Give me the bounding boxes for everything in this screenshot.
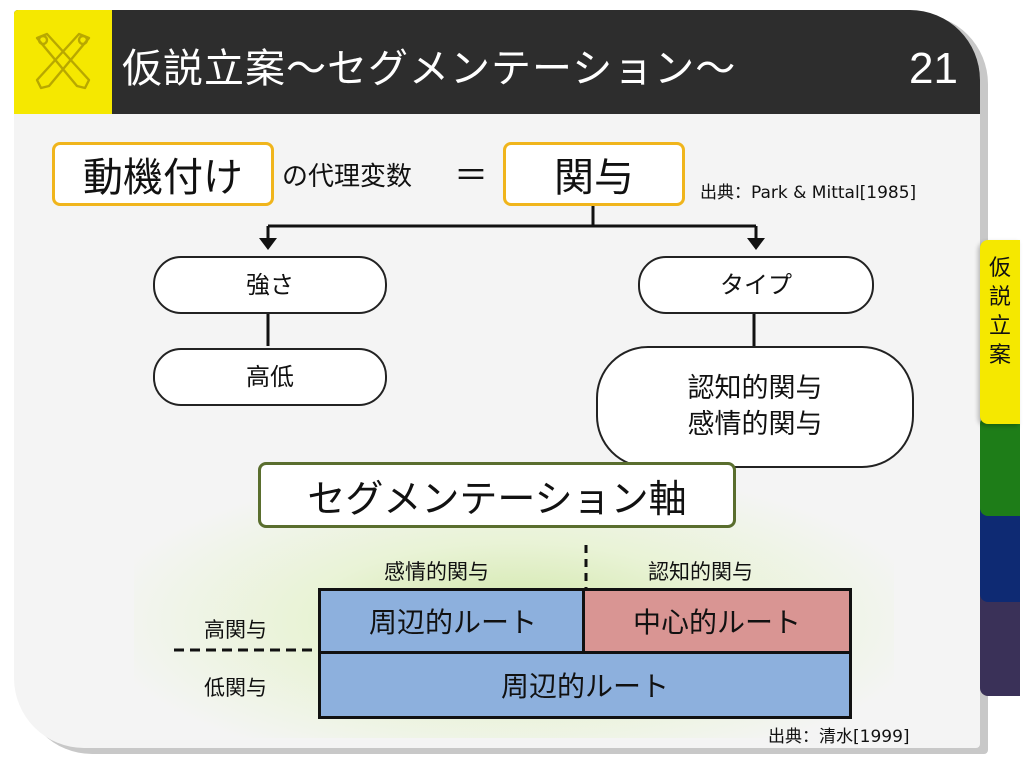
- cell-high-peripheral-route: 周辺的ルート: [318, 588, 588, 654]
- cell-low-peripheral-label: 周辺的ルート: [500, 670, 669, 703]
- involvement-types-node: 認知的関与 感情的関与: [596, 346, 914, 468]
- row-header-high: 高関与: [204, 618, 267, 642]
- logo: [14, 10, 112, 114]
- high-low-node: 高低: [153, 348, 387, 406]
- motivation-box: 動機付け: [52, 142, 274, 206]
- slide-title: 仮説立案～セグメンテーション～: [122, 46, 737, 92]
- cell-central-route: 中心的ルート: [582, 588, 852, 654]
- col-header-emotional: 感情的関与: [384, 560, 489, 584]
- motivation-label: 動機付け: [83, 155, 243, 201]
- side-tab-purple[interactable]: [980, 586, 1020, 696]
- side-tab-char: 説: [988, 285, 1011, 310]
- side-tab-hypothesis-active[interactable]: 仮説立案: [980, 240, 1020, 424]
- emotional-involvement-label: 感情的関与: [687, 409, 823, 440]
- involvement-box: 関与: [503, 142, 685, 206]
- involvement-label: 関与: [554, 155, 634, 201]
- col-header-cognitive: 認知的関与: [648, 560, 753, 584]
- type-node: タイプ: [638, 256, 874, 314]
- type-label: タイプ: [720, 270, 792, 299]
- side-nav: 仮説立案: [980, 240, 1024, 700]
- cell-central-label: 中心的ルート: [632, 606, 801, 639]
- cell-high-peripheral-label: 周辺的ルート: [368, 606, 537, 639]
- equals-symbol: ＝: [454, 156, 488, 196]
- header-bar: 仮説立案～セグメンテーション～ 21: [14, 10, 980, 114]
- logo-crossed-tools-icon: [35, 32, 91, 90]
- high-low-label: 高低: [246, 362, 294, 391]
- row-header-low: 低関与: [204, 676, 267, 700]
- side-tab-blue[interactable]: [980, 502, 1020, 602]
- side-tab-hypothesis-label: 仮説立案: [980, 254, 1020, 370]
- side-tab-char: 仮: [988, 256, 1011, 281]
- citation-shimizu: 出典：清水[1999]: [768, 727, 910, 747]
- strength-label: 強さ: [246, 270, 294, 299]
- cognitive-involvement-label: 認知的関与: [687, 372, 823, 404]
- cell-low-peripheral-route: 周辺的ルート: [318, 651, 852, 719]
- segmentation-axis-title: セグメンテーション軸: [307, 476, 687, 521]
- side-tab-green[interactable]: [980, 416, 1020, 516]
- side-tab-char: 立: [988, 314, 1011, 339]
- page-number: 21: [909, 44, 958, 93]
- proxy-variable-text: の代理変数: [282, 162, 413, 192]
- strength-node: 強さ: [153, 256, 387, 314]
- citation-park-mittal: 出典：Park & Mittal[1985]: [700, 183, 917, 203]
- side-tab-char: 案: [988, 343, 1011, 368]
- segmentation-axis-box: セグメンテーション軸: [258, 462, 736, 528]
